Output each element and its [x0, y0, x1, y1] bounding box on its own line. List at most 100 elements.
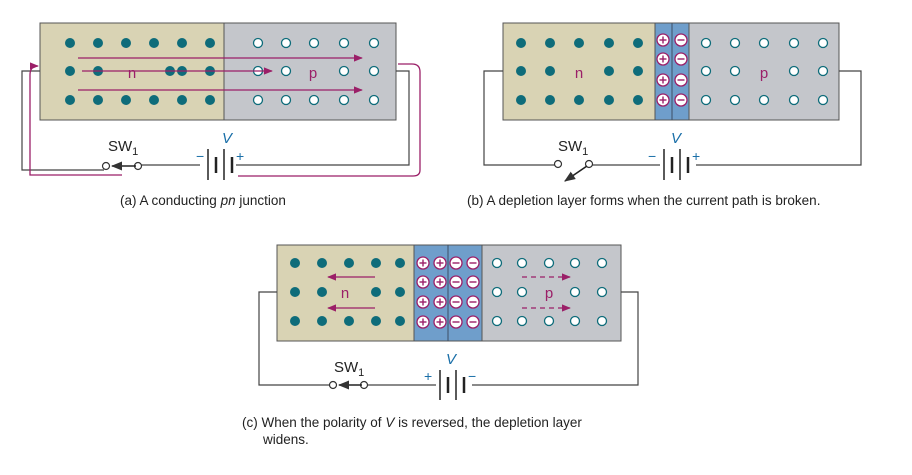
positive-sign: + — [424, 368, 432, 384]
electron-dot — [121, 95, 131, 105]
battery-label: V — [446, 351, 458, 368]
hole-dot — [729, 65, 741, 77]
positive-sign: + — [692, 148, 700, 164]
battery-label: V — [222, 130, 234, 147]
hole-dot — [491, 286, 503, 298]
electron-dot — [545, 66, 555, 76]
hole-dot — [596, 315, 608, 327]
electron-dot — [93, 38, 103, 48]
external-flow-path-right — [238, 63, 421, 177]
electron-dot — [177, 38, 187, 48]
switch-label: SW1 — [108, 138, 138, 158]
electron-dot — [574, 95, 584, 105]
hole-dot — [729, 37, 741, 49]
caption-c-line1: (c) When the polarity of V is reversed, … — [242, 415, 582, 430]
circuit-wire — [483, 70, 862, 166]
panel-b: n p SW1 V − + (b) A depletion layer form… — [467, 22, 862, 208]
electron-dot — [65, 66, 75, 76]
electron-dot — [545, 95, 555, 105]
electron-dot — [317, 287, 327, 297]
switch-contact-left — [328, 380, 338, 390]
hole-dot — [729, 94, 741, 106]
electron-dot — [93, 95, 103, 105]
hole-dot — [491, 315, 503, 327]
negative-sign: − — [196, 148, 204, 164]
hole-dot — [338, 65, 350, 77]
switch-blade-open[interactable] — [564, 165, 588, 182]
caption-a: (a) A conducting pn junction — [120, 193, 286, 208]
hole-dot — [491, 257, 503, 269]
switch-contact-left — [101, 161, 111, 171]
hole-dot — [569, 286, 581, 298]
switch-label: SW1 — [558, 138, 588, 158]
electron-dot — [633, 66, 643, 76]
electron-dot — [604, 66, 614, 76]
hole-dot — [368, 37, 380, 49]
electron-dot — [633, 38, 643, 48]
caption-b: (b) A depletion layer forms when the cur… — [467, 193, 820, 208]
negative-sign: − — [648, 148, 656, 164]
hole-dot — [338, 37, 350, 49]
electron-dot — [516, 38, 526, 48]
electron-dot — [205, 38, 215, 48]
electron-dot — [121, 38, 131, 48]
hole-dot — [252, 37, 264, 49]
electron-dot — [516, 95, 526, 105]
positive-sign: + — [236, 148, 244, 164]
electron-dot — [317, 258, 327, 268]
electron-dot — [205, 95, 215, 105]
electron-dot — [604, 95, 614, 105]
electron-dot — [344, 316, 354, 326]
hole-dot — [817, 65, 829, 77]
hole-dot — [700, 37, 712, 49]
hole-dot — [758, 94, 770, 106]
electron-dot — [371, 258, 381, 268]
electron-dot — [516, 66, 526, 76]
hole-dot — [596, 286, 608, 298]
electron-dot — [545, 38, 555, 48]
hole-dot — [788, 94, 800, 106]
electron-dot — [395, 287, 405, 297]
hole-dot — [817, 94, 829, 106]
electron-dot — [65, 95, 75, 105]
hole-dot — [543, 257, 555, 269]
hole-dot — [516, 315, 528, 327]
p-label: p — [760, 65, 768, 82]
hole-dot — [368, 65, 380, 77]
n-label: n — [575, 65, 583, 82]
switch-label: SW1 — [334, 359, 364, 379]
hole-dot — [569, 257, 581, 269]
hole-dot — [252, 94, 264, 106]
hole-dot — [596, 257, 608, 269]
electron-dot — [149, 38, 159, 48]
panel-a: n p SW1 V − + (a) A conducting pn juncti… — [21, 22, 421, 208]
electron-dot — [290, 316, 300, 326]
panel-c: n p SW1 V + − (c) When the polarity of V… — [242, 244, 639, 447]
hole-dot — [700, 94, 712, 106]
switch-contact-right — [584, 159, 594, 169]
electron-dot — [65, 38, 75, 48]
hole-dot — [516, 257, 528, 269]
electron-dot — [633, 95, 643, 105]
electron-dot — [149, 95, 159, 105]
hole-dot — [788, 65, 800, 77]
battery-label: V — [671, 130, 683, 147]
negative-sign: − — [468, 368, 476, 384]
hole-dot — [758, 37, 770, 49]
electron-dot — [574, 38, 584, 48]
hole-dot — [368, 94, 380, 106]
electron-dot — [290, 287, 300, 297]
hole-dot — [788, 37, 800, 49]
hole-dot — [817, 37, 829, 49]
hole-dot — [280, 37, 292, 49]
hole-dot — [308, 37, 320, 49]
n-label: n — [341, 285, 349, 302]
caption-c-line2: widens. — [262, 432, 309, 447]
electron-dot — [604, 38, 614, 48]
hole-dot — [543, 315, 555, 327]
hole-dot — [308, 94, 320, 106]
hole-dot — [516, 286, 528, 298]
electron-dot — [371, 316, 381, 326]
p-label: p — [309, 65, 317, 82]
electron-dot — [344, 258, 354, 268]
